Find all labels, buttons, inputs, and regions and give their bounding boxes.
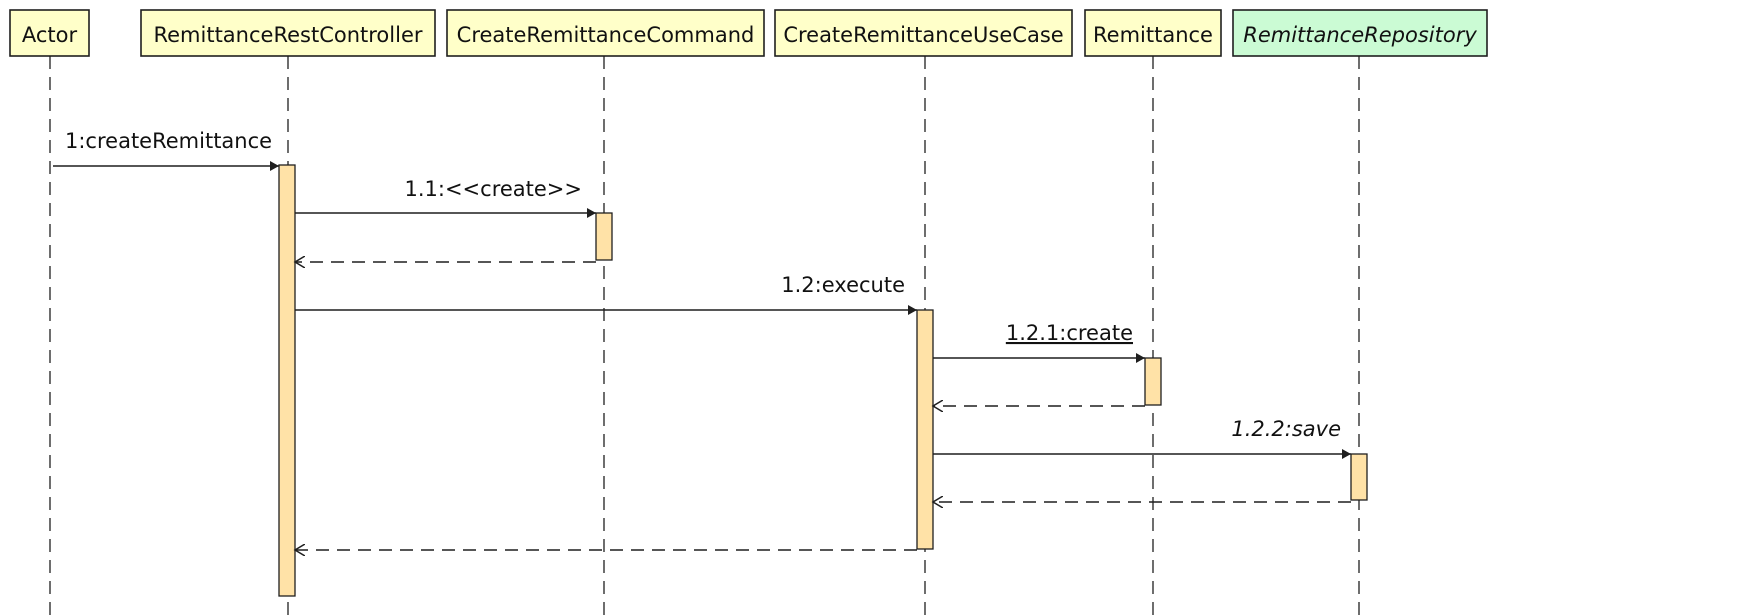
participant-usecase: CreateRemittanceUseCase bbox=[774, 9, 1073, 57]
command-activation bbox=[595, 212, 613, 261]
activations-layer bbox=[278, 164, 1368, 597]
controller-activation bbox=[278, 164, 296, 597]
participant-label-command: CreateRemittanceCommand bbox=[457, 23, 755, 47]
lifelines-layer bbox=[49, 56, 1360, 616]
message-label-execute: 1.2:execute bbox=[781, 273, 905, 297]
usecase-activation bbox=[916, 309, 934, 550]
participant-box-controller bbox=[140, 9, 436, 57]
message-label-create-remittance-object: 1.2.1:create bbox=[1006, 321, 1133, 345]
participants-layer: Actor RemittanceRestController CreateRemit… bbox=[9, 9, 1488, 57]
message-label-create-command: 1.1:<<create>> bbox=[404, 177, 582, 201]
participant-command: CreateRemittanceCommand bbox=[446, 9, 765, 57]
message-label-save: 1.2.2:save bbox=[1231, 417, 1341, 441]
message-label-create-remittance: 1:createRemittance bbox=[65, 129, 272, 153]
participant-box-actor bbox=[9, 9, 90, 57]
participant-label-usecase: CreateRemittanceUseCase bbox=[783, 23, 1063, 47]
repository-activation bbox=[1350, 453, 1368, 501]
participant-actor: Actor bbox=[9, 9, 90, 57]
messages-layer: 1:createRemittance 1.1:<<create>> 1.2:exec… bbox=[53, 129, 1351, 550]
participant-controller: RemittanceRestController bbox=[140, 9, 436, 57]
participant-remittance: Remittance bbox=[1084, 9, 1222, 57]
participant-label-controller: RemittanceRestController bbox=[153, 23, 422, 47]
participant-box-repository bbox=[1232, 9, 1488, 57]
participant-label-actor: Actor bbox=[22, 23, 78, 47]
participant-box-usecase bbox=[774, 9, 1073, 57]
remittance-activation bbox=[1144, 357, 1162, 406]
participant-repository: RemittanceRepository bbox=[1232, 9, 1488, 57]
participant-label-remittance: Remittance bbox=[1093, 23, 1213, 47]
participant-box-command bbox=[446, 9, 765, 57]
participant-box-remittance bbox=[1084, 9, 1222, 57]
participant-label-repository: RemittanceRepository bbox=[1243, 23, 1477, 47]
